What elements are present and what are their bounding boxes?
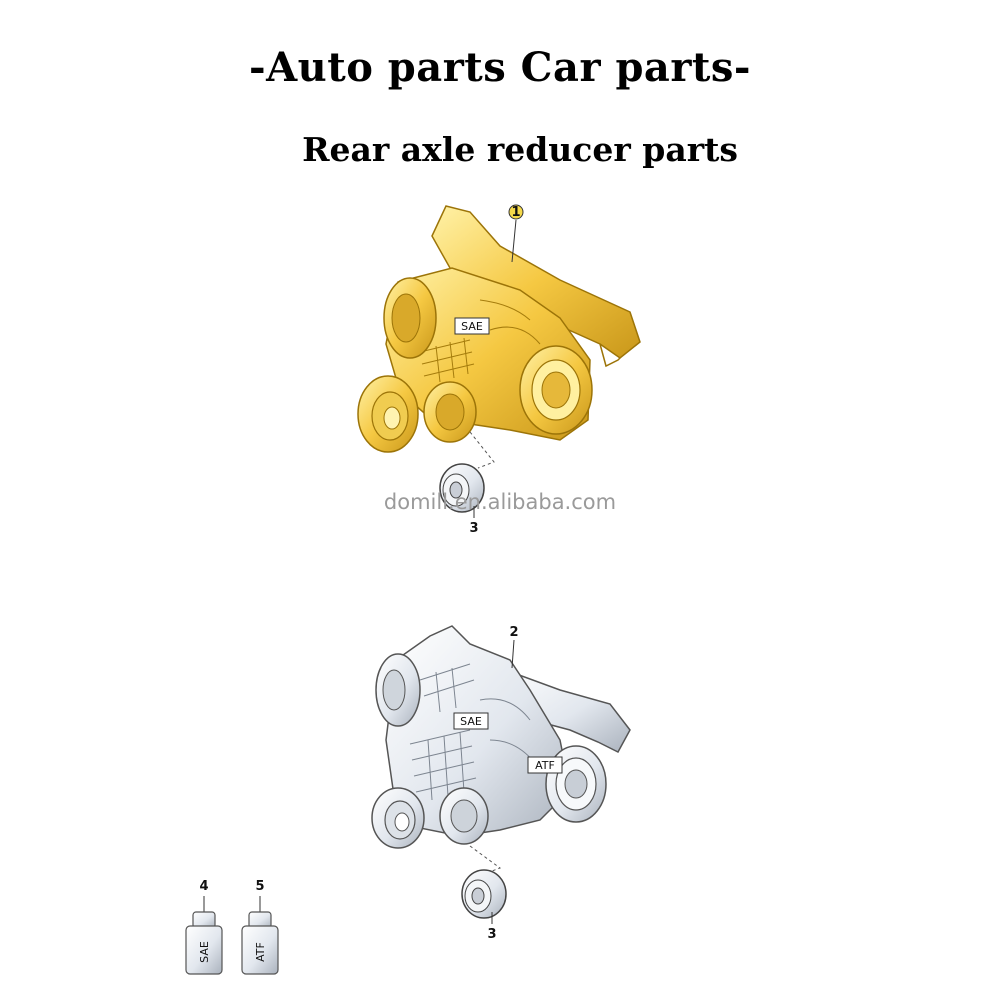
oil-bottle-atf-illustration: 5 ATF — [241, 879, 279, 975]
atf-label-box — [527, 756, 563, 774]
callout-2: 2 — [509, 625, 518, 640]
bottle-5-label: ATF — [254, 942, 267, 962]
atf-label: ATF — [535, 759, 555, 772]
callout-3-upper: 3 — [469, 521, 478, 536]
gold-housing-illustration: SAE 1 — [357, 204, 641, 469]
seal-ring-illustration-lower: 3 — [461, 869, 507, 942]
callout-5: 5 — [255, 879, 264, 894]
sae-label: SAE — [461, 320, 483, 333]
page-subtitle: Rear axle reducer parts — [302, 130, 738, 169]
callout-4: 4 — [199, 879, 208, 894]
silver-assembly-illustration: SAE ATF 2 — [371, 625, 631, 875]
bottle-4-label: SAE — [198, 941, 211, 963]
page-title: -Auto parts Car parts- — [249, 44, 751, 91]
watermark: domill.en.alibaba.com — [384, 490, 616, 514]
sae-label-box-2 — [453, 712, 489, 730]
seal-ring-illustration-upper: 3 — [439, 463, 485, 536]
callout-3-lower: 3 — [487, 927, 496, 942]
callout-1: 1 — [511, 205, 520, 220]
oil-bottle-sae-illustration: 4 SAE — [185, 879, 223, 975]
sae-label-box — [454, 317, 490, 335]
callout-1-marker — [508, 204, 524, 220]
sae-label-2: SAE — [460, 715, 482, 728]
